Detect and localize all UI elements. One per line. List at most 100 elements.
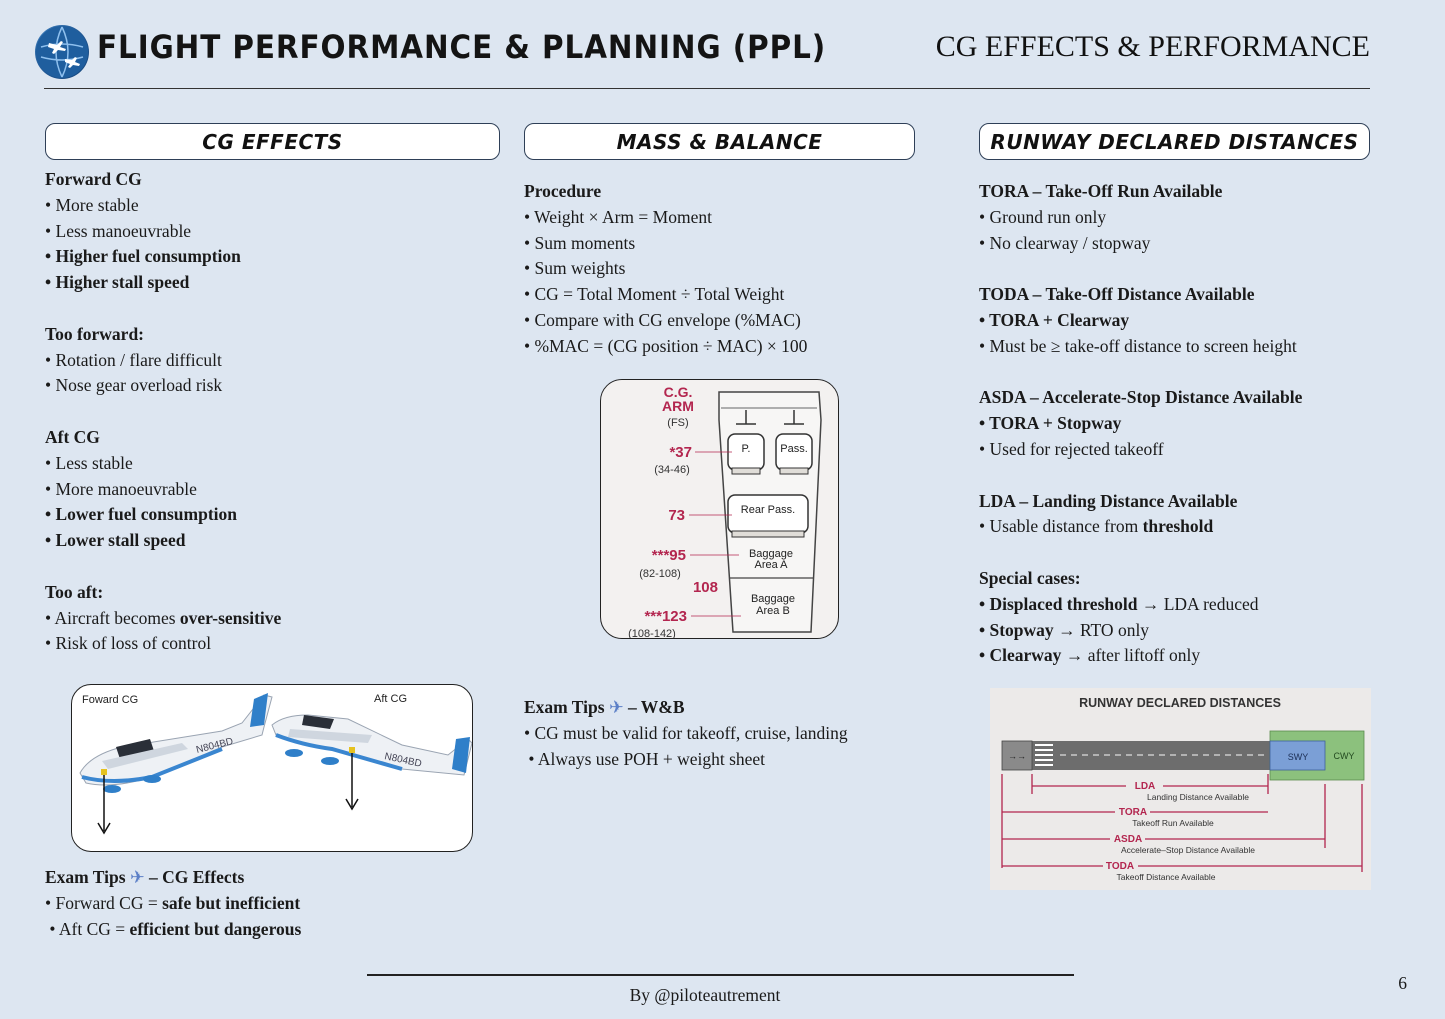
asda-title: ASDA – Accelerate-Stop Distance Availabl… [979,387,1303,408]
list-item: • More stable [45,194,139,215]
station-arm: 73 [668,507,685,524]
list-item: • CG = Total Moment ÷ Total Weight [524,284,785,305]
list-item-emphasis: safe but inefficient [162,892,301,913]
displaced-threshold-arrow-icon: →→ [1008,751,1026,761]
airplane-icon: ✈ [608,697,624,717]
list-item: • Stopway → RTO only [979,618,1302,644]
rear-passenger-seat: Rear Pass. [727,494,809,538]
airplane-icon: ✈ [129,867,145,887]
globe-planes-icon [36,26,88,78]
list-item: • Aircraft becomes over-sensitive [45,606,281,632]
list-item-text: • Aircraft becomes [45,607,180,628]
clearway-label: CWY [1334,751,1355,761]
aft-cg-title: Aft CG [45,426,100,447]
list-item-text: • Aft CG = [45,918,130,939]
stopway-label: SWY [1288,752,1309,762]
exam-tips-title: Exam Tips ✈ – CG Effects [45,865,301,891]
list-item-emphasis: • Clearway [979,645,1062,666]
aft-cg-plane-icon: N804BD [271,714,472,811]
exam-tips-title: Exam Tips ✈ – W&B [524,695,848,721]
forward-cg-title: Forward CG [45,169,142,189]
toda-description: Takeoff Distance Available [1117,872,1216,882]
baggage-b-label: Area B [756,605,790,617]
seat-label: Pass. [780,443,808,455]
list-item-text: • Usable distance from [979,516,1143,537]
baggage-b-label: Baggage [751,593,795,605]
arm-title: C.G. [664,384,693,400]
list-item: • Must be ≥ take-off distance to screen … [979,335,1297,356]
toda-label: TODA [1106,861,1134,872]
list-item: • Rotation / flare difficult [45,349,222,370]
station-arm: 108 [693,579,718,596]
list-item: • TORA + Clearway [979,309,1130,330]
runway-distances-diagram: RUNWAY DECLARED DISTANCES →→ SWY CWY LDA… [990,688,1371,890]
diagram-title: RUNWAY DECLARED DISTANCES [1079,696,1281,710]
station-arm: *37 [669,444,692,461]
list-item: • Lower fuel consumption [45,504,237,525]
list-item: • Displaced threshold → LDA reduced [979,592,1302,618]
baggage-a-label: Baggage [749,548,793,560]
list-item-text: • Forward CG = [45,892,163,913]
exam-tips-label: Exam Tips [524,697,605,717]
list-item: • Sum moments [524,232,636,253]
exam-tips-topic: – CG Effects [149,867,245,887]
list-item-text: → after liftoff only [1061,645,1201,666]
list-item: • TORA + Stopway [979,413,1122,434]
footer-credit: By @piloteautrement [629,985,781,1005]
list-item-text: → RTO only [1053,619,1150,640]
mass-balance-heading: MASS & BALANCE [524,123,915,160]
cg-exam-tips: Exam Tips ✈ – CG Effects • Forward CG = … [45,865,301,942]
list-item-emphasis: efficient but dangerous [129,918,302,939]
seat-label: Rear Pass. [741,504,795,516]
list-item-emphasis: over-sensitive [179,607,282,628]
tora-title: TORA – Take-Off Run Available [979,181,1223,201]
list-item: • Clearway → after liftoff only [979,643,1302,669]
list-item-text: → LDA reduced [1137,593,1259,614]
cg-arm-diagram: P. Pass. Rear Pass. Baggage Area A Bagga… [600,379,839,639]
runway-distances-heading: RUNWAY DECLARED DISTANCES [979,123,1370,160]
page-subtitle: CG EFFECTS & PERFORMANCE [935,30,1370,63]
exam-tips-topic: – W&B [628,697,685,717]
passenger-seat: Pass. [775,433,813,475]
runway-distances-text: TORA – Take-Off Run Available • Ground r… [979,179,1302,669]
forward-cg-label: Foward CG [82,694,138,706]
too-forward-title: Too forward: [45,323,145,344]
list-item: • Usable distance from threshold [979,514,1302,540]
exam-tips-label: Exam Tips [45,867,126,887]
list-item: • No clearway / stopway [979,232,1151,253]
station-arm: ***123 [644,608,687,625]
header-divider [44,88,1370,89]
list-item: • Always use POH + weight sheet [524,748,766,769]
list-item: • Ground run only [979,206,1107,227]
too-aft-title: Too aft: [45,581,104,602]
arm-title: ARM [662,398,694,414]
station-arm: ***95 [652,547,686,564]
toda-title: TODA – Take-Off Distance Available [979,284,1255,305]
list-item: • Sum weights [524,258,626,279]
procedure-title: Procedure [524,181,602,201]
list-item: • Nose gear overload risk [45,375,223,396]
list-item-emphasis: • Stopway [979,619,1054,640]
lda-description: Landing Distance Available [1147,792,1249,802]
list-item: • Less stable [45,452,133,473]
list-item: • CG must be valid for takeoff, cruise, … [524,722,848,743]
list-item: • Compare with CG envelope (%MAC) [524,309,801,330]
seat-label: P. [742,443,751,455]
aft-cg-label: Aft CG [374,693,407,705]
list-item: • Higher stall speed [45,272,190,293]
list-item: • Lower stall speed [45,530,186,551]
list-item: • %MAC = (CG position ÷ MAC) × 100 [524,335,808,356]
station-range: (82-108) [639,568,681,580]
pilot-seat: P. [727,433,765,475]
page-title: FLIGHT PERFORMANCE & PLANNING (PPL) [97,28,827,66]
list-item: • Less manoeuvrable [45,220,192,241]
list-item: • Used for rejected takeoff [979,438,1164,459]
asda-description: Accelerate–Stop Distance Available [1121,845,1255,855]
station-range: (34-46) [654,464,689,476]
list-item: • Aft CG = efficient but dangerous [45,917,301,943]
list-item: • Weight × Arm = Moment [524,206,712,227]
cg-effects-heading: CG EFFECTS [45,123,500,160]
list-item-emphasis: threshold [1142,516,1214,537]
asda-label: ASDA [1114,834,1142,845]
footer-divider [367,974,1074,976]
